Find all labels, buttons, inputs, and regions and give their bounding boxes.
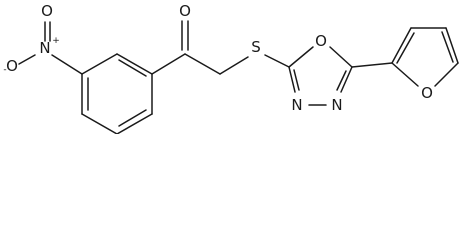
nitro-single-oxygen-label: O — [6, 57, 18, 75]
bond — [329, 46, 353, 68]
bond — [116, 113, 153, 134]
oxadiazole-nitrogen-label: N — [291, 96, 302, 114]
bond — [434, 62, 459, 87]
bond — [18, 54, 36, 65]
thioether-sulfur-label: S — [251, 38, 261, 56]
bond — [288, 66, 296, 93]
bond — [51, 54, 83, 75]
carbonyl-oxygen-label: O — [179, 2, 191, 20]
atom-labels: O S O N N O N + O O - — [3, 2, 433, 114]
bond — [81, 113, 118, 134]
bond — [288, 46, 314, 68]
oxadiazole-oxygen-label: O — [315, 32, 327, 50]
bond — [396, 32, 415, 64]
bond — [336, 70, 347, 91]
bond — [441, 31, 454, 63]
bond — [151, 53, 186, 75]
nitro-nitrogen-label: N — [39, 39, 50, 57]
nitro-positive-charge: + — [52, 36, 60, 46]
bond — [184, 53, 221, 75]
bond — [351, 62, 393, 68]
bond — [81, 53, 118, 75]
bond — [118, 109, 147, 127]
bond — [219, 56, 249, 75]
nitro-double-oxygen-label: O — [41, 2, 53, 20]
nitro-negative-charge: - — [3, 65, 6, 75]
bond — [116, 53, 153, 75]
bond — [293, 69, 300, 91]
bond — [118, 59, 147, 77]
oxadiazole-nitrogen-label: N — [331, 96, 342, 114]
bond — [391, 27, 412, 64]
molecule-structure: O S O N N O N + O O - — [3, 2, 459, 134]
furan-oxygen-label: O — [421, 84, 433, 102]
bonds — [18, 20, 459, 134]
bond — [445, 27, 459, 64]
bond — [340, 66, 353, 93]
bond — [264, 54, 290, 68]
bond — [391, 62, 419, 87]
